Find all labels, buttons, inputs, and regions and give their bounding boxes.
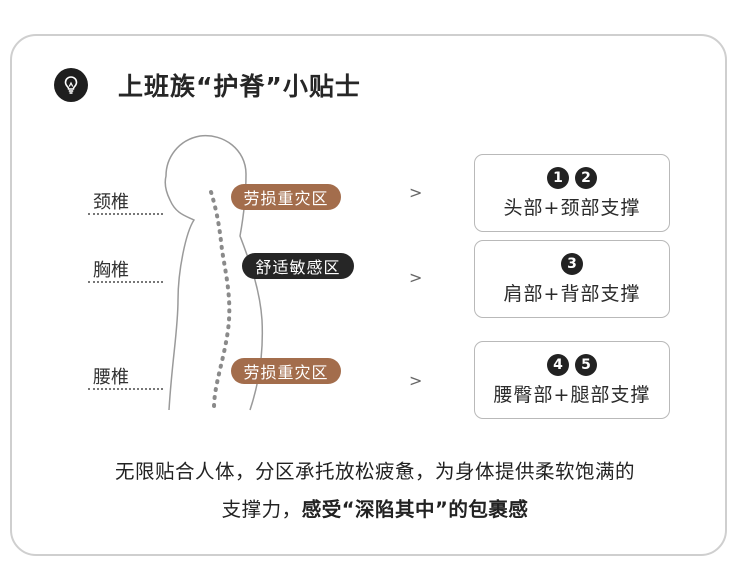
region-dotted-line (88, 213, 163, 215)
description-line-2: 支撑力，感受“深陷其中”的包裹感 (0, 493, 750, 522)
region-dotted-line (88, 388, 163, 390)
zone-badge: 劳损重灾区 (231, 358, 341, 384)
arrow-indicator: > (409, 268, 422, 287)
region-dotted-line (88, 281, 163, 283)
arrow-indicator: > (409, 183, 422, 202)
region-label-lumbar: 腰椎 (93, 363, 129, 389)
support-text: 头部+颈部支撑 (504, 193, 641, 220)
support-box-head-neck: 1 2 头部+颈部支撑 (474, 154, 670, 232)
zone-badge: 舒适敏感区 (242, 253, 354, 279)
region-label-cervical: 颈椎 (93, 188, 129, 214)
number-badge: 5 (575, 354, 597, 376)
support-text: 肩部+背部支撑 (504, 279, 641, 306)
region-label-thoracic: 胸椎 (93, 256, 129, 282)
number-badge: 3 (561, 253, 583, 275)
number-badge: 1 (547, 167, 569, 189)
number-badge: 2 (575, 167, 597, 189)
description-bold: 感受“深陷其中”的包裹感 (302, 498, 529, 521)
description-line-1: 无限贴合人体，分区承托放松疲惫，为身体提供柔软饱满的 (0, 455, 750, 484)
support-text: 腰臀部+腿部支撑 (494, 380, 651, 407)
support-box-waist-leg: 4 5 腰臀部+腿部支撑 (474, 341, 670, 419)
arrow-indicator: > (409, 371, 422, 390)
support-box-shoulder-back: 3 肩部+背部支撑 (474, 240, 670, 318)
number-badge: 4 (547, 354, 569, 376)
zone-badge: 劳损重灾区 (231, 184, 341, 210)
description-plain: 支撑力， (222, 498, 302, 521)
